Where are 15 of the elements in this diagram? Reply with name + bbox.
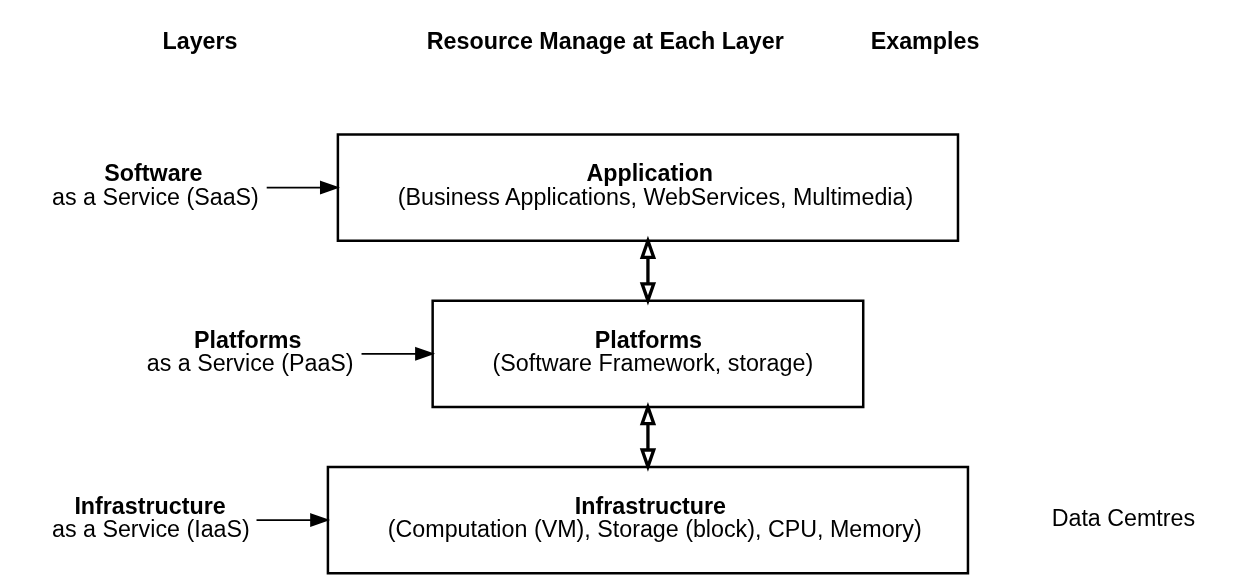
label: Examples bbox=[870, 28, 979, 55]
node-text: Platforms as a Service (PaaS) bbox=[146, 326, 354, 376]
arrow bbox=[639, 402, 656, 472]
arrow bbox=[265, 180, 340, 195]
node-text: Infrastructure as a Service (IaaS) bbox=[51, 492, 250, 543]
label: Layers bbox=[162, 28, 238, 55]
node-text: Software as a Service (SaaS) bbox=[51, 160, 259, 210]
arrow bbox=[255, 513, 330, 528]
node-box: Platforms (Software Framework, storage) bbox=[430, 299, 864, 409]
arrow bbox=[639, 235, 656, 306]
node-box: Application (Business Applications, WebServices, Multimedia) bbox=[336, 133, 959, 243]
arrow bbox=[360, 346, 435, 361]
node-box: Infrastructure (Computation (VM), Storage (block), CPU, Memory) bbox=[326, 465, 969, 575]
label: Resource Manage at Each Layer bbox=[426, 28, 784, 55]
label: Data Cemtres bbox=[1051, 505, 1195, 532]
